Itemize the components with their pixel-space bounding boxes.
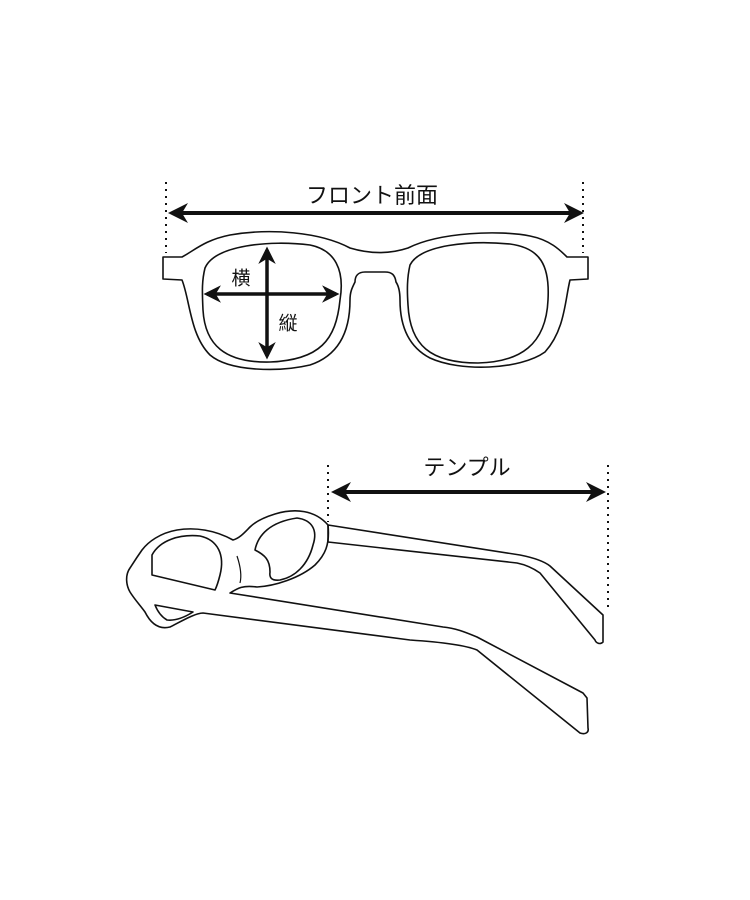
- lens-dimension-arrows: [203, 246, 340, 360]
- width-label: 横: [231, 267, 251, 290]
- height-label: 縦: [278, 312, 298, 335]
- front-label: フロント前面: [305, 184, 439, 209]
- temple-label: テンプル: [423, 456, 511, 481]
- front-dimension: [165, 182, 584, 253]
- side-frame: [125, 510, 604, 735]
- front-frame: [162, 230, 589, 371]
- temple-dimension: [327, 465, 609, 612]
